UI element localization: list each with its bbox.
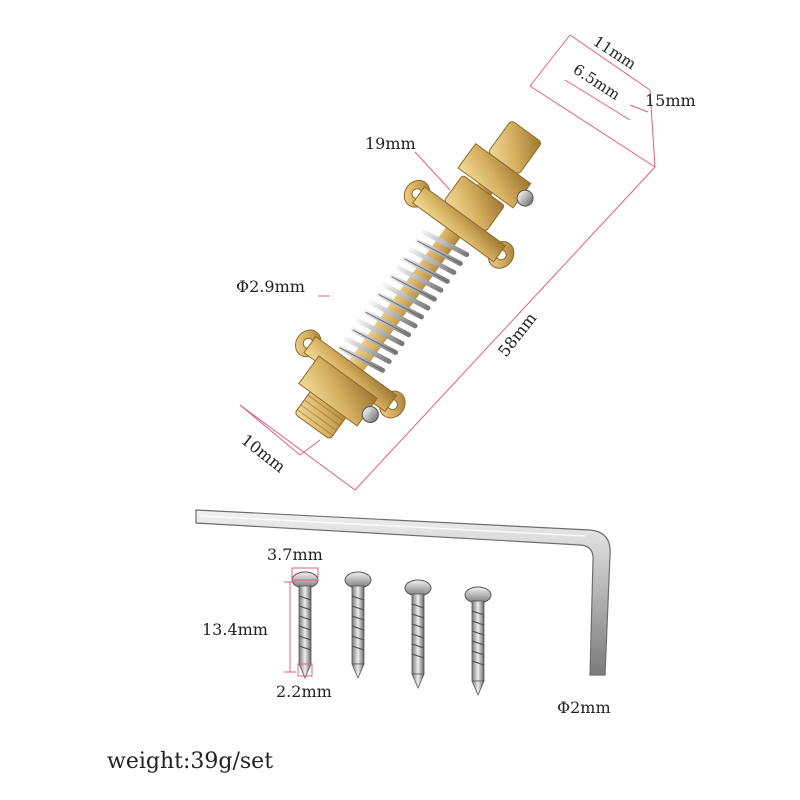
label-11mm: 11mm bbox=[590, 32, 640, 73]
label-phi-2mm: Φ2mm bbox=[557, 698, 611, 717]
weight-caption: weight:39g/set bbox=[107, 749, 273, 774]
label-10mm: 10mm bbox=[238, 430, 290, 476]
screw-3 bbox=[404, 579, 432, 690]
knurled-collar bbox=[444, 175, 505, 231]
label-15mm: 15mm bbox=[645, 91, 696, 110]
screw-threads bbox=[298, 595, 485, 666]
screw-1 bbox=[291, 571, 319, 680]
spring-assembly bbox=[295, 121, 541, 439]
set-screw-bottom bbox=[361, 405, 379, 423]
screw-4 bbox=[464, 586, 492, 697]
label-19mm: 19mm bbox=[365, 134, 416, 153]
screws bbox=[291, 571, 492, 697]
allen-key bbox=[195, 509, 611, 676]
label-2-2mm: 2.2mm bbox=[276, 682, 332, 701]
spring-outline bbox=[339, 240, 461, 371]
label-13-4mm: 13.4mm bbox=[202, 620, 268, 639]
label-3-7mm: 3.7mm bbox=[267, 545, 323, 564]
set-screw-top bbox=[516, 189, 534, 207]
screw-dimension-lines bbox=[284, 567, 319, 677]
dimension-lines bbox=[239, 34, 656, 491]
label-58mm: 58mm bbox=[494, 309, 540, 361]
label-phi-2-9mm: Φ2.9mm bbox=[236, 277, 305, 296]
screw-2 bbox=[344, 571, 372, 680]
